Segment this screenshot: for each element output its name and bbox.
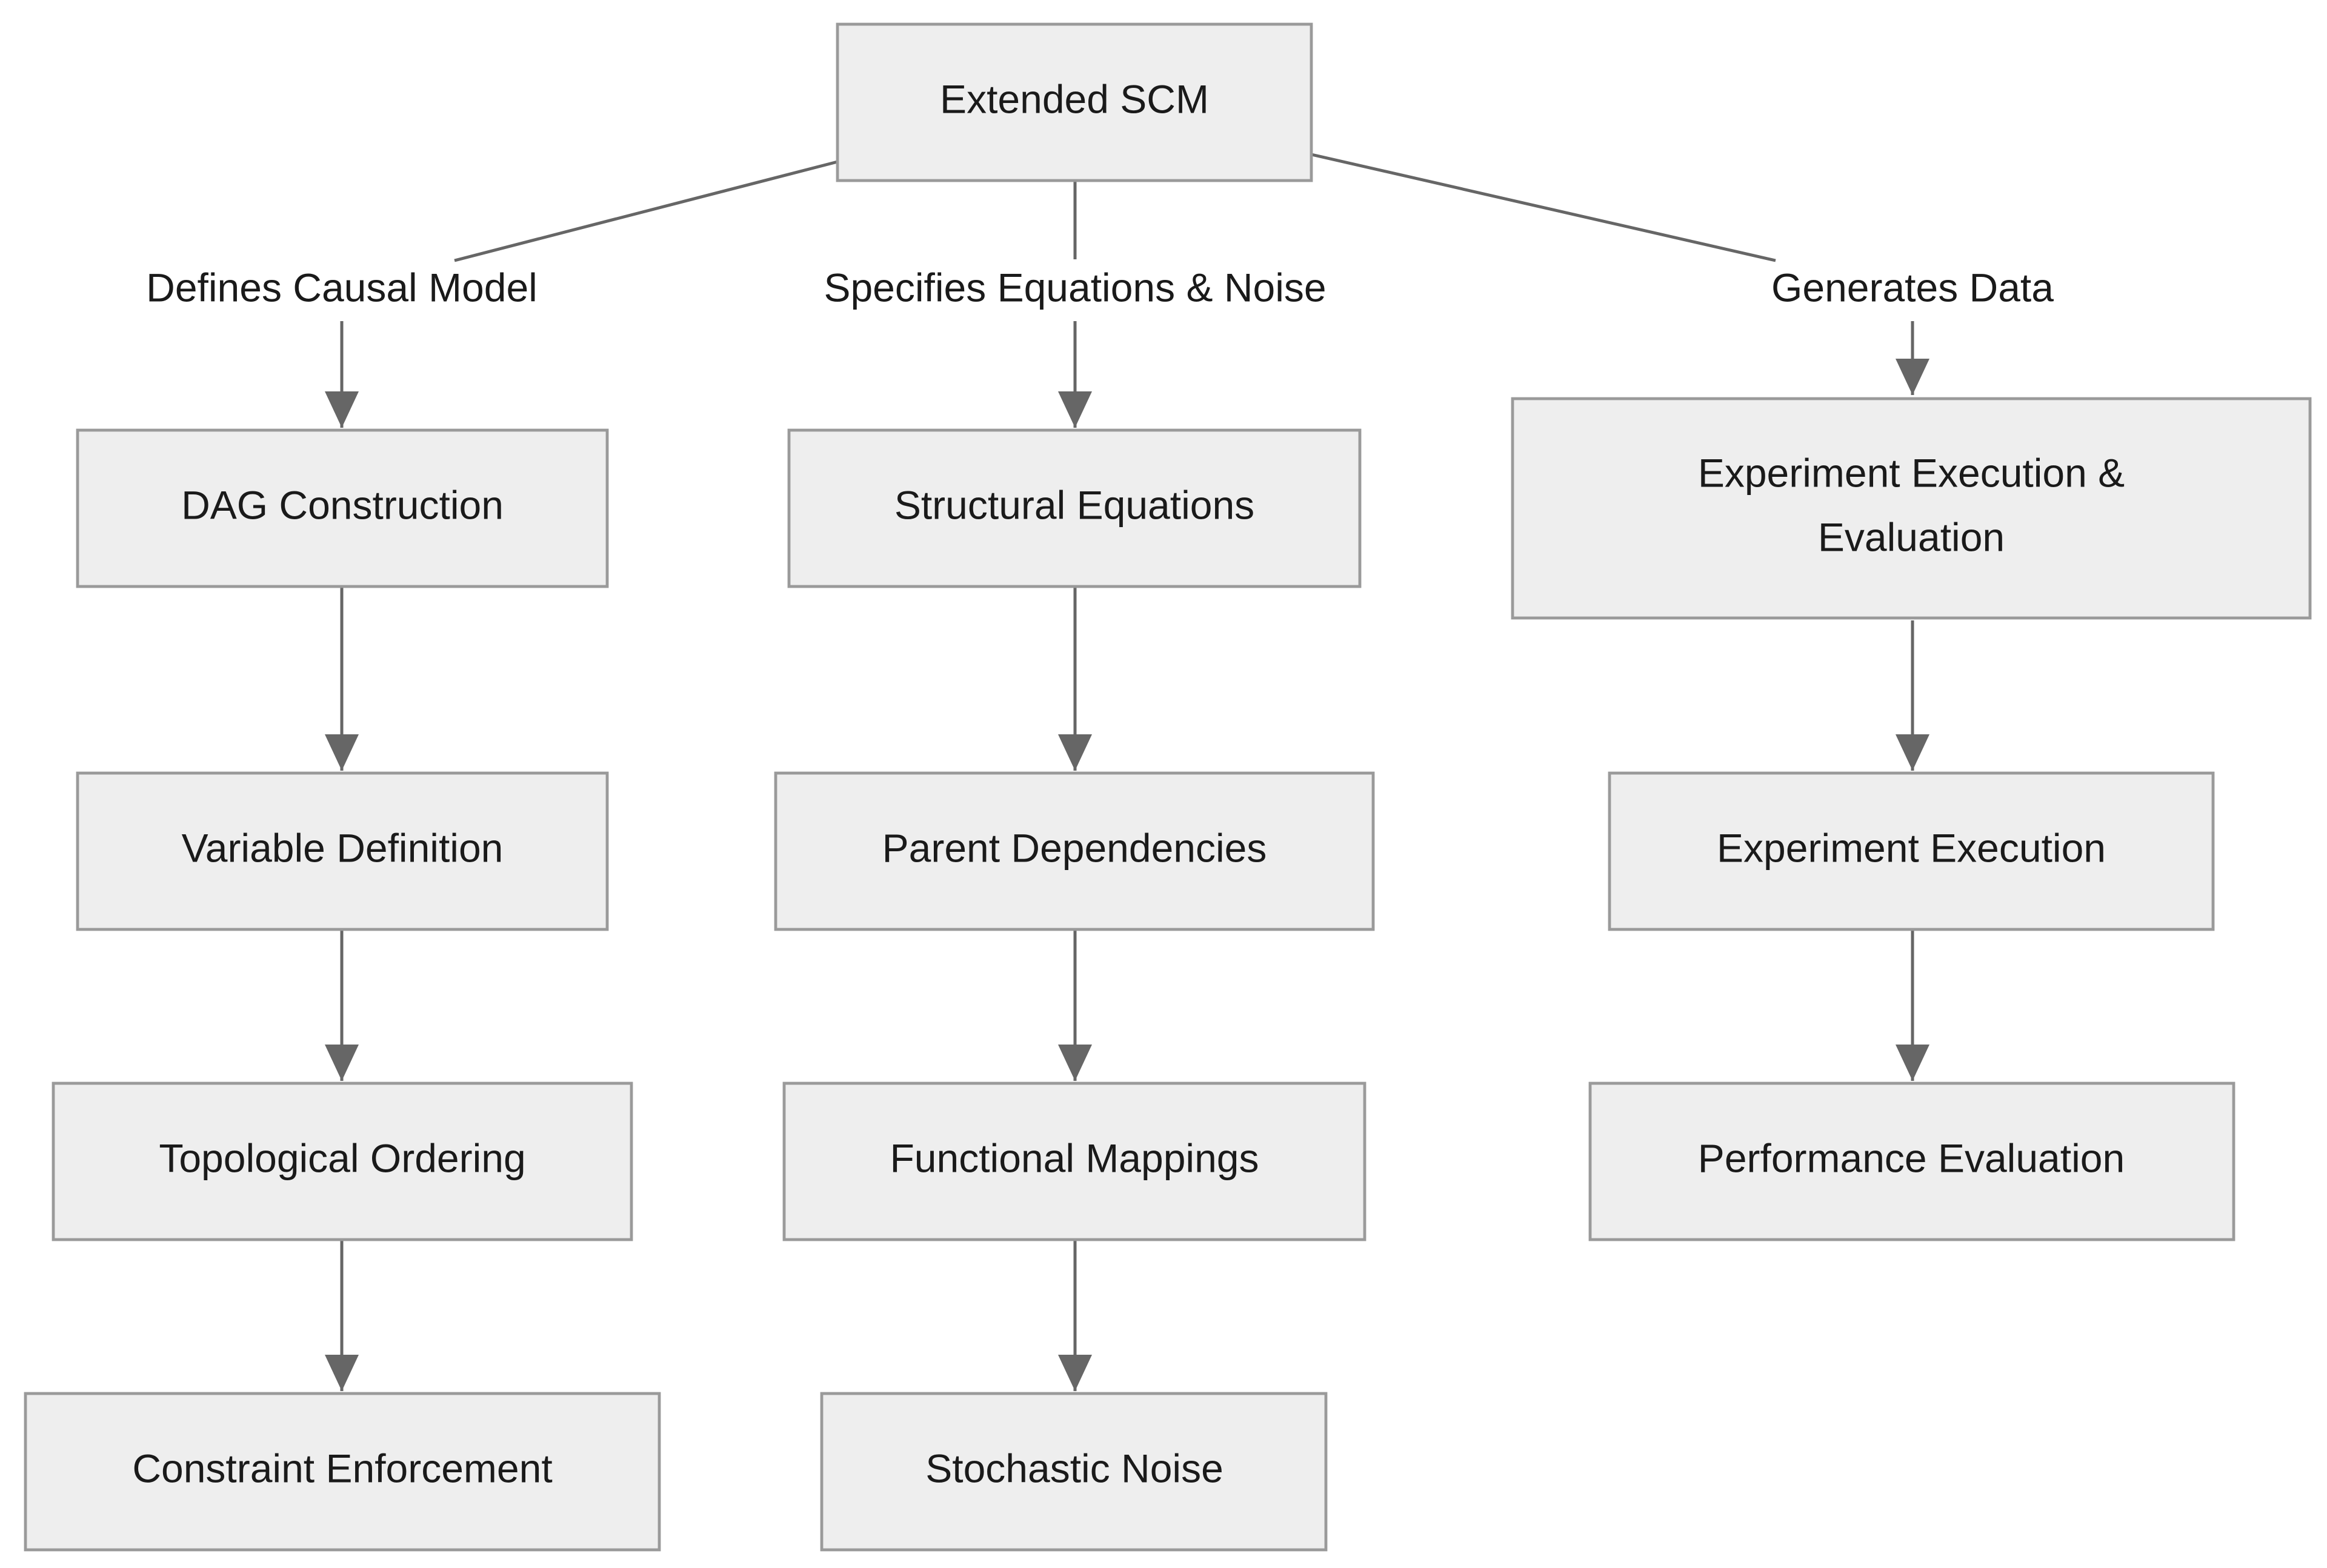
node-parent-dependencies-box xyxy=(774,771,1375,931)
node-functional-mappings-label: Functional Mappings xyxy=(890,1135,1259,1180)
edge-label-defines-text: Defines Causal Model xyxy=(146,265,538,310)
node-stochastic-noise-box xyxy=(820,1392,1328,1552)
node-extended-scm-label: Extended SCM xyxy=(940,76,1209,121)
node-experiment-execution-evaluation-box xyxy=(1511,397,2312,620)
node-stochastic-noise[interactable]: Stochastic Noise xyxy=(820,1392,1328,1552)
node-constraint-enforcement[interactable]: Constraint Enforcement xyxy=(24,1392,661,1552)
node-experiment-execution-box xyxy=(1608,771,2215,931)
node-dag-construction-box xyxy=(76,428,609,588)
node-topological-ordering-label: Topological Ordering xyxy=(159,1135,525,1180)
node-extended-scm[interactable]: Extended SCM xyxy=(836,22,1313,182)
node-parent-dependencies-label: Parent Dependencies xyxy=(882,825,1267,870)
edge-scm-to-dag xyxy=(454,160,838,262)
node-extended-scm-box xyxy=(836,22,1313,182)
node-performance-evaluation-box xyxy=(1588,1081,2235,1241)
edge-labels: Defines Causal Model Specifies Equations… xyxy=(146,265,2054,310)
node-stochastic-noise-label: Stochastic Noise xyxy=(925,1446,1223,1490)
node-performance-evaluation[interactable]: Performance Evaluation xyxy=(1588,1081,2235,1241)
node-parent-dependencies[interactable]: Parent Dependencies xyxy=(774,771,1375,931)
node-dag-construction-label: DAG Construction xyxy=(181,482,504,527)
node-dag-construction[interactable]: DAG Construction xyxy=(76,428,609,588)
node-variable-definition-box xyxy=(76,771,609,931)
node-experiment-execution[interactable]: Experiment Execution xyxy=(1608,771,2215,931)
node-variable-definition[interactable]: Variable Definition xyxy=(76,771,609,931)
edge-scm-to-expeval xyxy=(1311,153,1776,262)
node-variable-definition-label: Variable Definition xyxy=(182,825,504,870)
node-performance-evaluation-label: Performance Evaluation xyxy=(1698,1135,2125,1180)
edge-label-specifies-text: Specifies Equations & Noise xyxy=(824,265,1326,310)
node-constraint-enforcement-label: Constraint Enforcement xyxy=(132,1446,552,1490)
edge-label-generates-text: Generates Data xyxy=(1771,265,2054,310)
edges xyxy=(325,153,1929,1391)
node-topological-ordering[interactable]: Topological Ordering xyxy=(52,1081,633,1241)
node-functional-mappings-box xyxy=(782,1081,1367,1241)
node-experiment-execution-evaluation-line2: Evaluation xyxy=(1818,514,2005,559)
nodes: Extended SCM DAG Construction Variable D… xyxy=(24,22,2312,1552)
node-structural-equations-box xyxy=(787,428,1362,588)
node-constraint-enforcement-box xyxy=(24,1392,661,1552)
node-structural-equations[interactable]: Structural Equations xyxy=(787,428,1362,588)
node-experiment-execution-label: Experiment Execution xyxy=(1717,825,2106,870)
node-experiment-execution-evaluation-line1: Experiment Execution & xyxy=(1698,450,2125,495)
edge-label-defines: Defines Causal Model xyxy=(146,265,538,310)
node-topological-ordering-box xyxy=(52,1081,633,1241)
node-experiment-execution-evaluation[interactable]: Experiment Execution & Evaluation xyxy=(1511,397,2312,620)
node-structural-equations-label: Structural Equations xyxy=(894,482,1254,527)
edge-label-specifies: Specifies Equations & Noise xyxy=(824,265,1326,310)
node-functional-mappings[interactable]: Functional Mappings xyxy=(782,1081,1367,1241)
edge-label-generates: Generates Data xyxy=(1771,265,2054,310)
